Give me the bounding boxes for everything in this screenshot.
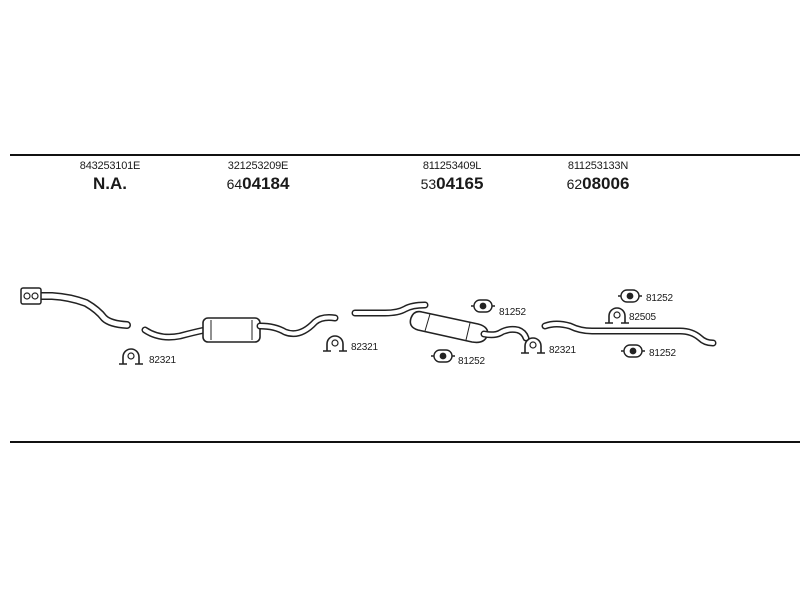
article-number: 6404184	[208, 174, 308, 194]
article-prefix: 53	[420, 176, 437, 192]
rubber-mount-label: 81252	[646, 293, 673, 304]
rubber-mount-icon	[470, 299, 496, 313]
clamp-label: 82321	[549, 345, 576, 356]
article-number: N.A.	[60, 174, 160, 194]
article-number-value: 04165	[436, 174, 484, 193]
article-prefix: 62	[566, 176, 583, 192]
rubber-mount-label: 81252	[649, 348, 676, 359]
rubber-mount-label: 81252	[458, 356, 485, 367]
clamp-icon	[322, 335, 348, 352]
column-front-pipe: 843253101E N.A.	[60, 160, 160, 194]
column-middle-silencer: 321253209E 6404184	[208, 160, 308, 194]
article-prefix: 64	[226, 176, 243, 192]
front-pipe	[20, 287, 131, 329]
article-number-value: 08006	[582, 174, 630, 193]
article-number-value: 04184	[242, 174, 290, 193]
oe-number: 843253101E	[79, 160, 141, 172]
rear-silencer	[351, 301, 530, 344]
rubber-mount-icon	[430, 349, 456, 363]
article-number-value: N.A.	[93, 174, 127, 193]
top-divider-line	[10, 154, 800, 156]
column-tail-pipe: 811253133N 6208006	[548, 160, 648, 194]
article-number: 6208006	[548, 174, 648, 194]
oe-number: 321253209E	[227, 160, 289, 172]
tail-pipe	[541, 320, 717, 347]
middle-silencer	[141, 314, 339, 343]
bottom-divider-line	[10, 441, 800, 443]
rubber-mount-icon	[617, 289, 643, 303]
rubber-mount-icon	[620, 344, 646, 358]
oe-number: 811253409L	[422, 160, 482, 172]
clamp-label: 82321	[149, 355, 176, 366]
clamp-label: 82505	[629, 312, 656, 323]
rubber-mount-label: 81252	[499, 307, 526, 318]
clamp-icon	[118, 348, 144, 365]
clamp-icon	[604, 307, 630, 324]
clamp-label: 82321	[351, 342, 378, 353]
oe-number: 811253133N	[567, 160, 629, 172]
column-rear-silencer: 811253409L 5304165	[402, 160, 502, 194]
article-number: 5304165	[402, 174, 502, 194]
